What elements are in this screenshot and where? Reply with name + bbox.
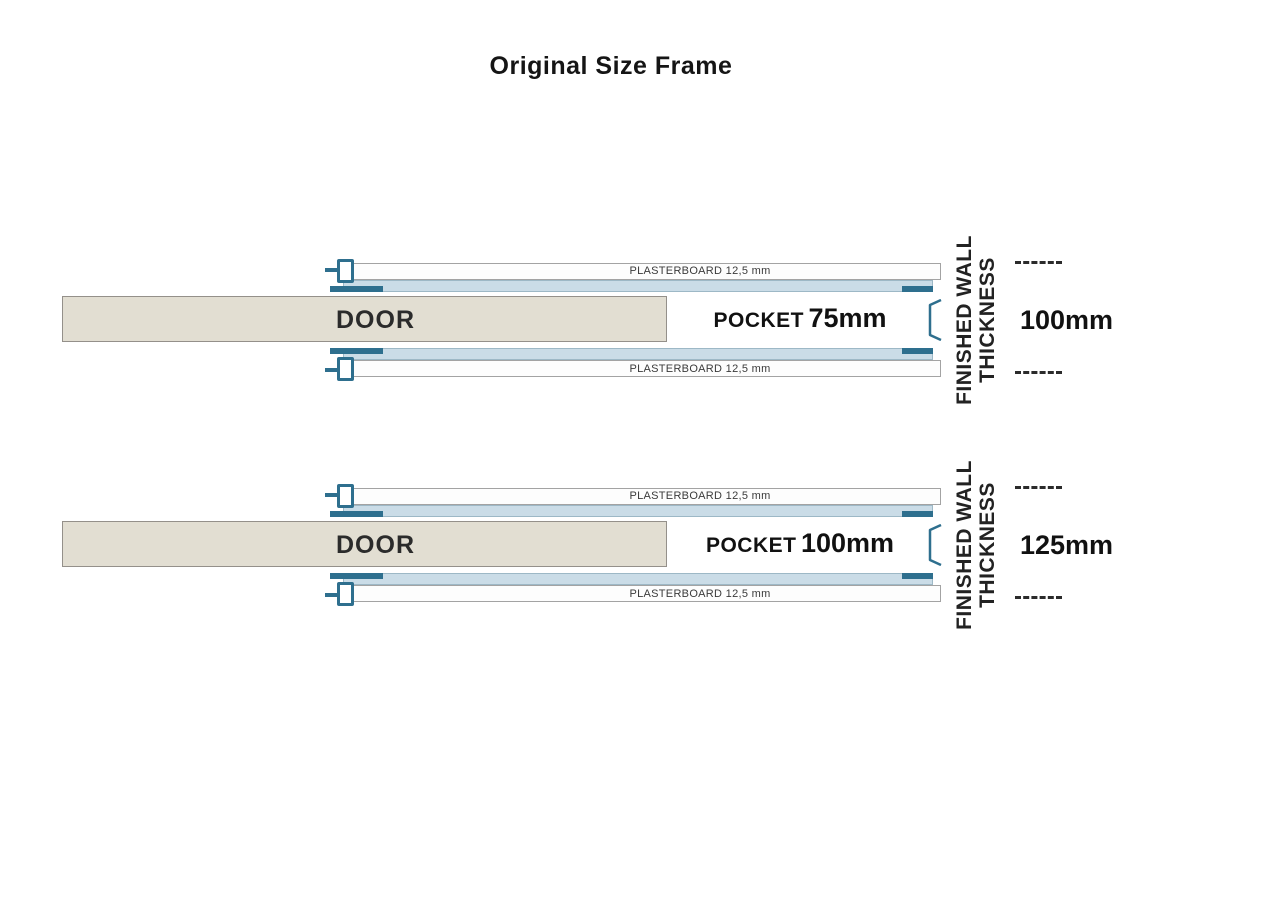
track-end-cap-right-top [902, 286, 933, 292]
jamb-profile-bottom-icon [337, 357, 354, 381]
pocket-end-post-icon [928, 299, 942, 341]
track-end-cap-right-bottom [902, 348, 933, 354]
pocket-size-label: POCKET 100mm [680, 528, 920, 559]
pocket-size-value: 100mm [800, 528, 895, 558]
finished-wall-line2: THICKNESS [976, 482, 999, 608]
jamb-profile-top-icon [337, 484, 354, 508]
jamb-stub-top [325, 493, 339, 497]
frame-track-bottom [343, 348, 933, 360]
pocket-word: POCKET [713, 309, 804, 332]
door-slab [62, 296, 667, 342]
dimension-dash-top [1015, 486, 1062, 489]
pocket-door-diagram-100mm: PLASTERBOARD 12,5 mm PLASTERBOARD 12,5 m… [0, 460, 1280, 630]
dimension-dash-bottom [1015, 371, 1062, 374]
dimension-dash-bottom [1015, 596, 1062, 599]
jamb-stub-bottom [325, 368, 339, 372]
track-end-cap-left-top [330, 511, 383, 517]
page-title: Original Size Frame [489, 52, 733, 80]
plasterboard-label-top: PLASTERBOARD 12,5 mm [629, 265, 771, 277]
dimension-dash-top [1015, 261, 1062, 264]
finished-wall-thickness-label: FINISHED WALL THICKNESS [953, 235, 999, 405]
door-label: DOOR [336, 306, 415, 334]
wall-thickness-value: 125mm [1020, 530, 1114, 560]
track-end-cap-right-bottom [902, 573, 933, 579]
track-end-cap-left-bottom [330, 573, 383, 579]
track-end-cap-left-top [330, 286, 383, 292]
finished-wall-line1: FINISHED WALL [953, 460, 976, 630]
pocket-size-label: POCKET 75mm [680, 303, 920, 334]
track-end-cap-right-top [902, 511, 933, 517]
pocket-door-diagram-75mm: PLASTERBOARD 12,5 mm PLASTERBOARD 12,5 m… [0, 235, 1280, 405]
finished-wall-line2: THICKNESS [976, 257, 999, 383]
jamb-profile-top-icon [337, 259, 354, 283]
plasterboard-label-bottom: PLASTERBOARD 12,5 mm [629, 363, 771, 375]
plasterboard-label-top: PLASTERBOARD 12,5 mm [629, 490, 771, 502]
jamb-profile-bottom-icon [337, 582, 354, 606]
track-end-cap-left-bottom [330, 348, 383, 354]
frame-track-bottom [343, 573, 933, 585]
plasterboard-label-bottom: PLASTERBOARD 12,5 mm [629, 588, 771, 600]
frame-track-top [343, 505, 933, 517]
door-slab [62, 521, 667, 567]
frame-track-top [343, 280, 933, 292]
jamb-stub-bottom [325, 593, 339, 597]
pocket-end-post-icon [928, 524, 942, 566]
finished-wall-thickness-label: FINISHED WALL THICKNESS [953, 460, 999, 630]
finished-wall-line1: FINISHED WALL [953, 235, 976, 405]
pocket-size-value: 75mm [808, 303, 887, 333]
pocket-word: POCKET [705, 534, 797, 557]
door-label: DOOR [336, 531, 415, 559]
jamb-stub-top [325, 268, 339, 272]
wall-thickness-value: 100mm [1020, 305, 1114, 335]
